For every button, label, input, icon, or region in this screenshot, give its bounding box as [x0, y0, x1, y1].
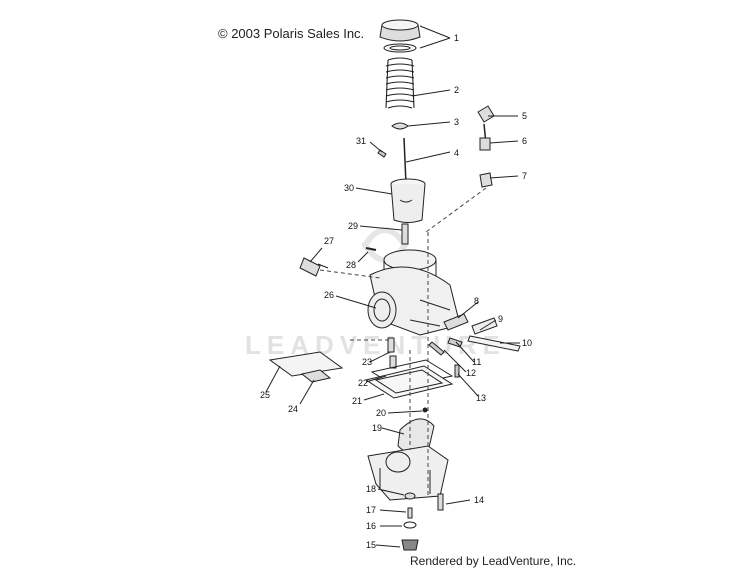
- part-29[interactable]: [401, 223, 409, 245]
- part-24[interactable]: [300, 369, 332, 383]
- part-cap[interactable]: [379, 19, 421, 53]
- part-16[interactable]: [403, 521, 417, 529]
- callout-21: 21: [352, 396, 362, 406]
- callout-22: 22: [358, 378, 368, 388]
- callout-31: 31: [356, 136, 366, 146]
- callout-7: 7: [522, 171, 527, 181]
- callout-6: 6: [522, 136, 527, 146]
- part-31[interactable]: [377, 149, 387, 158]
- part-23[interactable]: [387, 337, 395, 353]
- part-14[interactable]: [437, 493, 444, 511]
- callout-12: 12: [466, 368, 476, 378]
- part-9[interactable]: [471, 317, 498, 335]
- watermark-logo: [361, 227, 409, 263]
- callout-30: 30: [344, 183, 354, 193]
- part-clip[interactable]: [391, 122, 409, 130]
- callout-9: 9: [498, 314, 503, 324]
- copyright-text: © 2003 Polaris Sales Inc.: [218, 26, 365, 41]
- part-slide[interactable]: [390, 178, 426, 223]
- callout-19: 19: [372, 423, 382, 433]
- part-20[interactable]: [422, 407, 428, 413]
- callout-23: 23: [362, 357, 372, 367]
- callout-25: 25: [260, 390, 270, 400]
- callout-27: 27: [324, 236, 334, 246]
- part-15[interactable]: [401, 539, 419, 551]
- callout-2: 2: [454, 85, 459, 95]
- part-28[interactable]: [365, 247, 377, 251]
- callout-28: 28: [346, 260, 356, 270]
- callout-17: 17: [366, 505, 376, 515]
- callout-24: 24: [288, 404, 298, 414]
- float-bowl[interactable]: [367, 445, 449, 501]
- part-7[interactable]: [479, 172, 493, 188]
- callout-15: 15: [366, 540, 376, 550]
- part-13[interactable]: [454, 364, 460, 378]
- callout-3: 3: [454, 117, 459, 127]
- part-17[interactable]: [407, 507, 413, 519]
- callout-1: 1: [454, 33, 459, 43]
- callout-13: 13: [476, 393, 486, 403]
- callout-20: 20: [376, 408, 386, 418]
- part-12[interactable]: [428, 341, 445, 356]
- part-5[interactable]: [477, 105, 495, 123]
- callout-18: 18: [366, 484, 376, 494]
- part-8[interactable]: [443, 313, 469, 331]
- callout-11: 11: [472, 357, 481, 367]
- part-21[interactable]: [364, 365, 454, 399]
- callout-10: 10: [522, 338, 532, 348]
- callout-14: 14: [474, 495, 484, 505]
- part-18[interactable]: [404, 492, 416, 500]
- callout-29: 29: [348, 221, 358, 231]
- callout-16: 16: [366, 521, 376, 531]
- callout-26: 26: [324, 290, 334, 300]
- callout-8: 8: [474, 296, 479, 306]
- callout-5: 5: [522, 111, 527, 121]
- part-25[interactable]: [268, 351, 344, 377]
- carburetor-body[interactable]: [367, 249, 461, 336]
- part-27[interactable]: [299, 257, 329, 277]
- part-spring[interactable]: [385, 57, 415, 109]
- callout-4: 4: [454, 148, 459, 158]
- rendered-by-text: Rendered by LeadVenture, Inc.: [410, 554, 577, 568]
- part-needle[interactable]: [403, 137, 407, 185]
- part-6[interactable]: [479, 137, 491, 151]
